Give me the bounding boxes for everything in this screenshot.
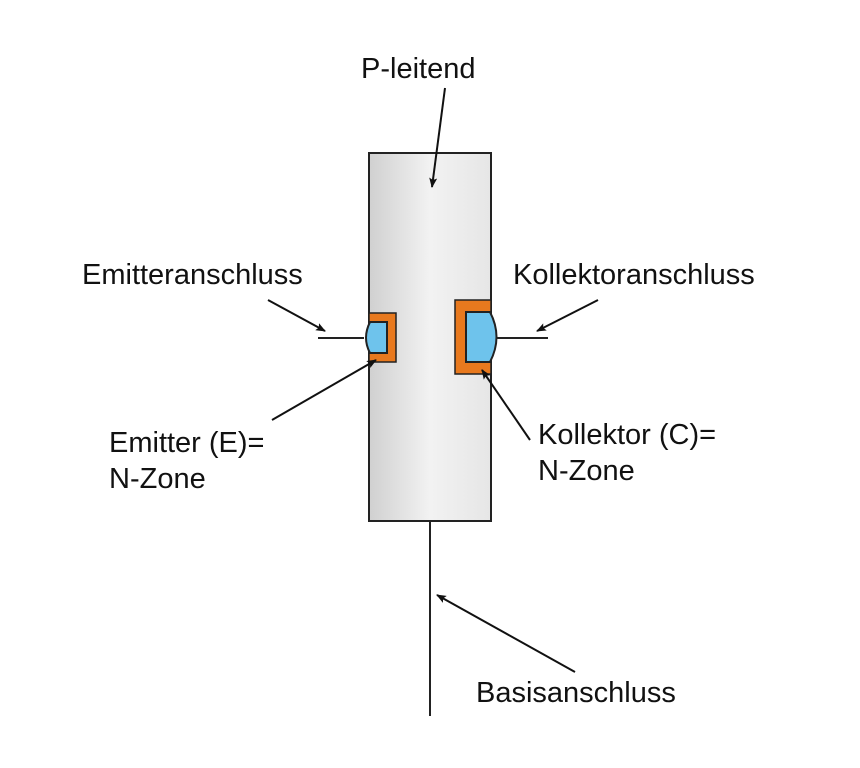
arrow-emitter-terminal xyxy=(267,299,326,332)
label-base-terminal: Basisanschluss xyxy=(476,677,676,709)
label-collector-line1: Kollektor (C)= xyxy=(538,419,716,451)
label-emitter-terminal: Emitteranschluss xyxy=(82,259,303,291)
arrow-base xyxy=(436,594,576,673)
arrow-collector xyxy=(481,369,531,441)
label-collector-terminal: Kollektoranschluss xyxy=(513,259,755,291)
arrow-emitter xyxy=(271,359,377,421)
label-p-zone: P-leitend xyxy=(361,53,475,85)
collector-n-zone xyxy=(465,311,498,363)
arrow-p-zone xyxy=(429,87,446,188)
label-emitter-line1: Emitter (E)= xyxy=(109,427,265,459)
label-emitter-line2: N-Zone xyxy=(109,463,206,495)
emitter-n-zone xyxy=(365,321,388,354)
arrow-collector-terminal xyxy=(536,299,599,332)
label-collector-line2: N-Zone xyxy=(538,455,635,487)
